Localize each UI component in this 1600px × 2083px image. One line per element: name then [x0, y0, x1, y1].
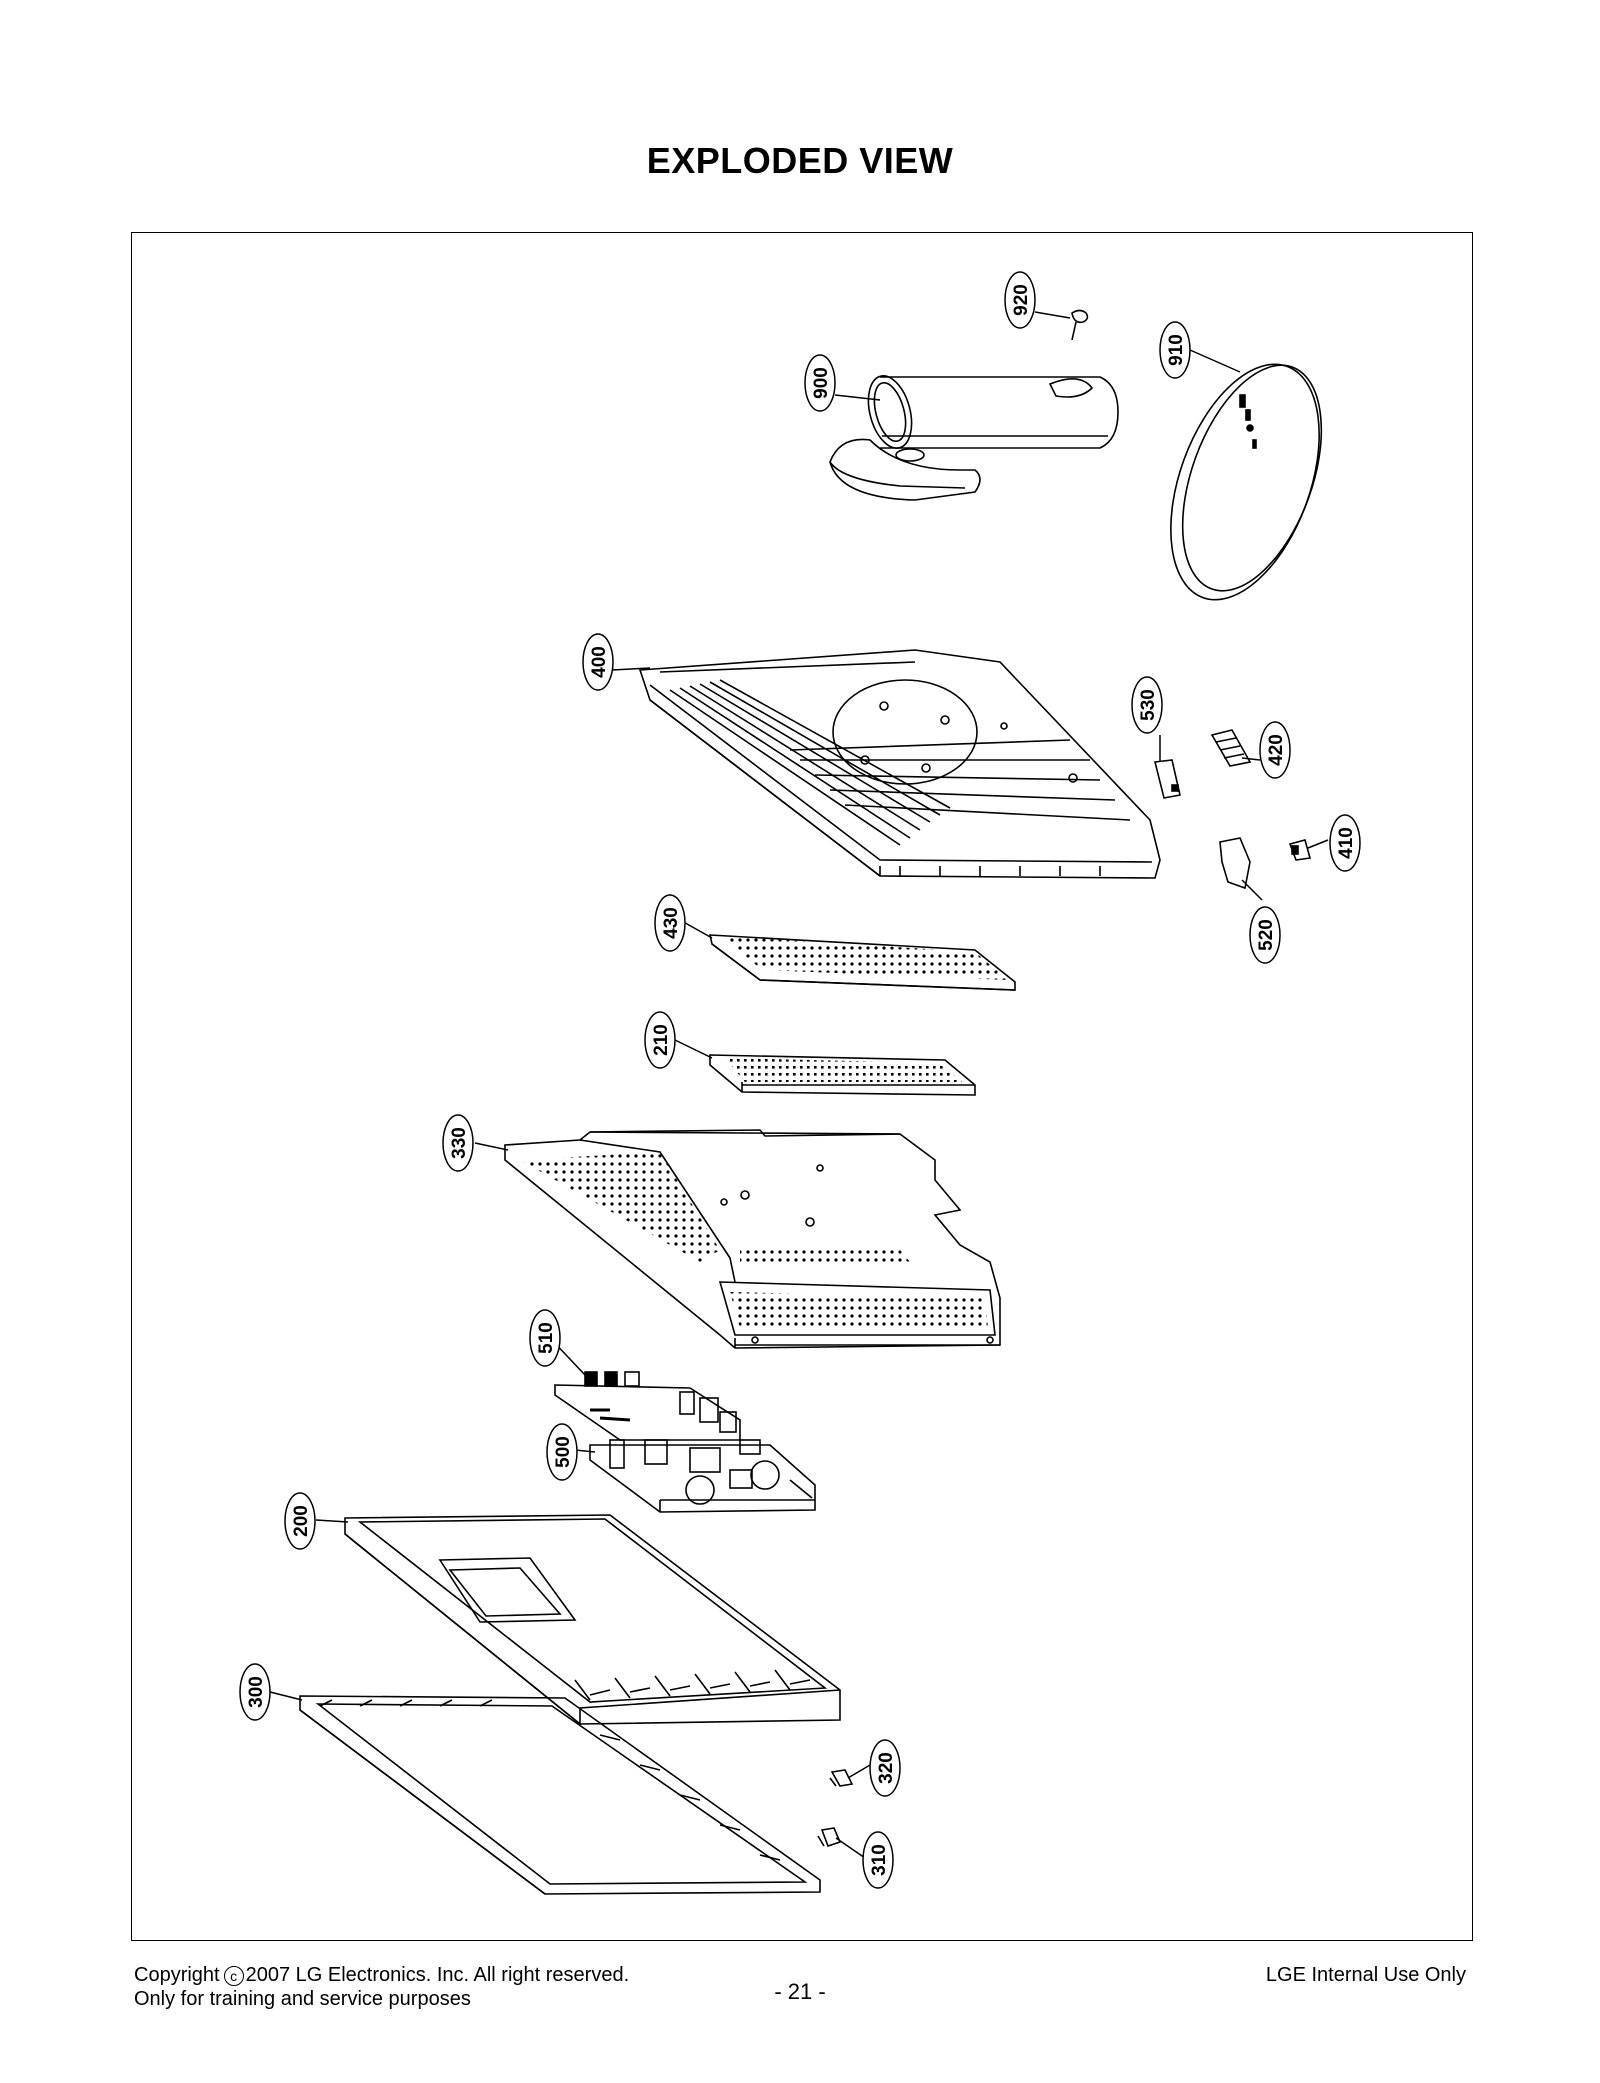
callout-410: 410 [1329, 814, 1361, 872]
footer-training-note: Only for training and service purposes [134, 1988, 471, 2010]
callout-400: 400 [582, 633, 614, 691]
exploded-view-diagram: 920 910 900 400 530 420 410 520 [239, 271, 1361, 1895]
part-310-clip [817, 1827, 842, 1848]
callout-900: 900 [804, 354, 836, 412]
callout-200: 200 [284, 1492, 316, 1550]
part-910-base-plate [1170, 363, 1323, 601]
callout-500: 500 [546, 1423, 578, 1481]
copyright-text: 2007 LG Electronics. Inc. All right rese… [245, 1964, 630, 1986]
part-900-stand-neck [829, 375, 1119, 501]
part-330-chassis [504, 1129, 1001, 1349]
svg-text:330: 330 [449, 1127, 470, 1159]
svg-text:400: 400 [589, 646, 610, 678]
part-callouts: 920 910 900 400 530 420 410 520 [239, 271, 1361, 1889]
callout-430: 430 [654, 894, 686, 952]
copyright-prefix: Copyright [134, 1964, 220, 1986]
part-530-board [1154, 759, 1181, 799]
svg-text:410: 410 [1336, 827, 1357, 859]
callout-310: 310 [862, 1831, 894, 1889]
svg-text:500: 500 [553, 1436, 574, 1468]
svg-text:300: 300 [246, 1676, 267, 1708]
callout-420: 420 [1259, 721, 1291, 779]
diagram-frame [131, 232, 1473, 1941]
copyright-icon: c [223, 1965, 244, 1986]
callout-510: 510 [529, 1309, 561, 1367]
svg-text:200: 200 [291, 1505, 312, 1537]
leader-lines [269, 311, 1329, 1859]
part-410-connector [1288, 839, 1312, 861]
part-200-panel [344, 1514, 841, 1726]
part-400-back-cover [638, 649, 1161, 879]
svg-text:900: 900 [811, 367, 832, 399]
svg-text:510: 510 [536, 1322, 557, 1354]
callout-300: 300 [239, 1663, 271, 1721]
callout-210: 210 [644, 1011, 676, 1069]
part-520-board [1219, 837, 1251, 890]
svg-text:520: 520 [1256, 919, 1277, 951]
part-500-power-board [589, 1439, 816, 1513]
part-300-front-bezel [299, 1695, 821, 1895]
part-430-shield [708, 934, 1016, 991]
svg-text:430: 430 [661, 907, 682, 939]
svg-text:320: 320 [876, 1752, 897, 1784]
svg-text:910: 910 [1166, 334, 1187, 366]
page-number: - 21 - [774, 1979, 826, 2004]
part-320-clip [829, 1769, 854, 1787]
part-420-bracket [1210, 729, 1252, 767]
svg-text:210: 210 [651, 1024, 672, 1056]
part-920-clip [1071, 309, 1089, 341]
callout-910: 910 [1159, 321, 1191, 379]
callout-320: 320 [869, 1739, 901, 1797]
svg-text:420: 420 [1266, 734, 1287, 766]
callout-530: 530 [1131, 676, 1163, 734]
svg-text:530: 530 [1138, 689, 1159, 721]
page-title: EXPLODED VIEW [646, 140, 954, 181]
part-510-board [554, 1371, 741, 1441]
footer-internal-use: LGE Internal Use Only [1265, 1964, 1466, 1986]
callout-520: 520 [1249, 906, 1281, 964]
callout-330: 330 [442, 1114, 474, 1172]
part-210-shield-plate [709, 1054, 976, 1096]
callout-920: 920 [1004, 271, 1036, 329]
svg-text:920: 920 [1011, 284, 1032, 316]
svg-text:310: 310 [869, 1844, 890, 1876]
